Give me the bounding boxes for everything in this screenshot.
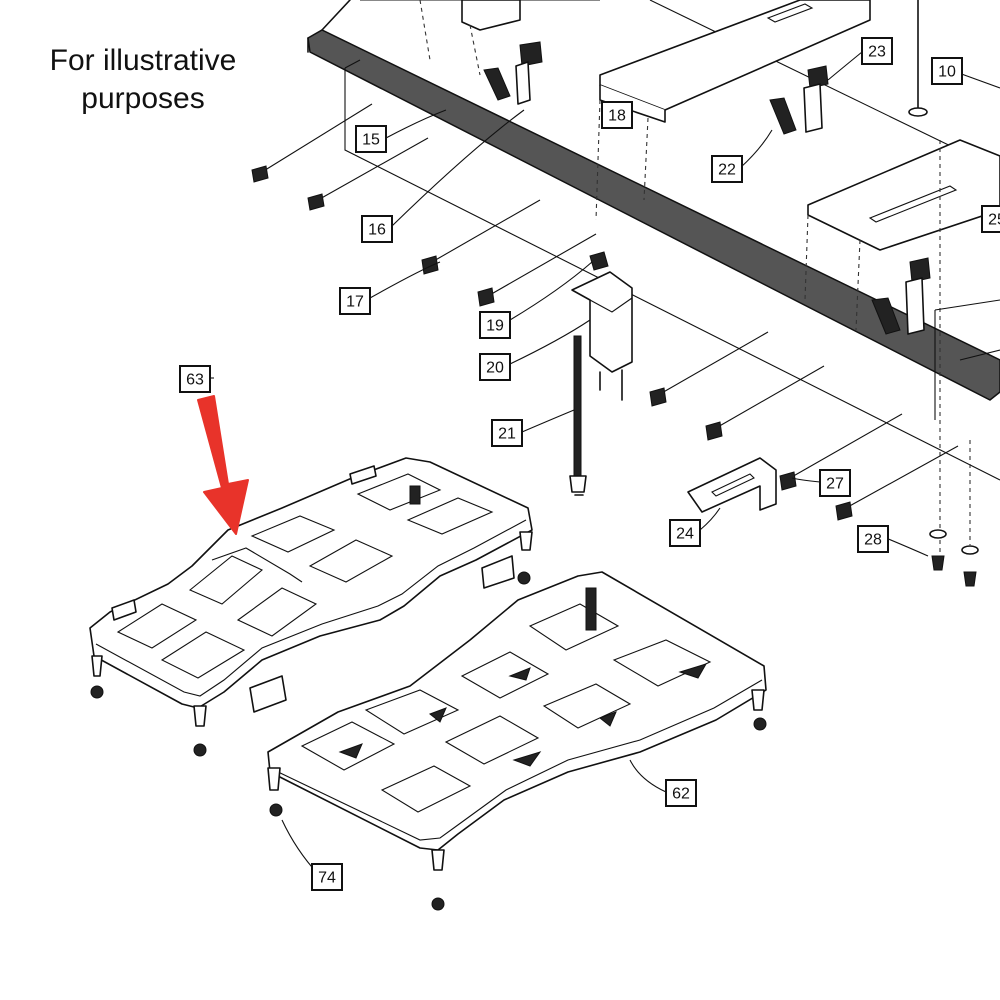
caption-line-1: For illustrative: [49, 44, 237, 77]
threaded-rod-21: [569, 335, 587, 496]
callout-63-text: 63: [186, 372, 204, 389]
callout-18: 18: [601, 101, 633, 129]
burner-valve-right: [871, 257, 931, 335]
callout-15: 15: [355, 125, 387, 153]
callout-18-text: 18: [608, 108, 626, 125]
callout-24-text: 24: [676, 526, 694, 543]
callout-15-text: 15: [362, 132, 380, 149]
callout-20-text: 20: [486, 360, 504, 377]
bracket-24: [687, 457, 777, 513]
callout-62-text: 62: [672, 786, 690, 803]
callout-25: 25: [981, 205, 1000, 233]
callout-21-text: 21: [498, 426, 516, 443]
callout-16-text: 16: [368, 222, 386, 239]
callout-74: 74: [311, 863, 343, 891]
callout-27: 27: [819, 469, 851, 497]
callout-25-text: 25: [988, 212, 1000, 229]
callout-20: 20: [479, 353, 511, 381]
callout-22-text: 22: [718, 162, 736, 179]
illustrative-caption: For illustrative purposes: [28, 42, 258, 118]
callout-17: 17: [339, 287, 371, 315]
callout-16: 16: [361, 215, 393, 243]
callout-28-text: 28: [864, 532, 882, 549]
callout-17-text: 17: [346, 294, 364, 311]
callout-22: 22: [711, 155, 743, 183]
caption-line-2: purposes: [81, 82, 205, 115]
leader-lines: [204, 51, 1000, 875]
screw-set: [251, 103, 959, 521]
callout-74-text: 74: [318, 870, 336, 887]
callout-62: 62: [665, 779, 697, 807]
callout-21: 21: [491, 419, 523, 447]
callout-24: 24: [669, 519, 701, 547]
grate-63: [89, 457, 533, 757]
burner-valve-16: [419, 0, 543, 105]
callout-23-text: 23: [868, 44, 886, 61]
red-arrow-indicator: [197, 395, 249, 535]
bracket-25: [804, 139, 1000, 331]
callout-19: 19: [479, 311, 511, 339]
callout-23: 23: [861, 37, 893, 65]
grate-62: [267, 571, 767, 911]
callout-19-text: 19: [486, 318, 504, 335]
callout-10: 10: [931, 57, 963, 85]
callout-27-text: 27: [826, 476, 844, 493]
callout-10-text: 10: [938, 64, 956, 81]
callout-63: 63: [179, 365, 211, 393]
cooktop-frame-assembly: [307, 0, 1000, 560]
feet-hardware-28: [929, 440, 979, 587]
support-bracket-20: [571, 251, 633, 401]
callout-28: 28: [857, 525, 889, 553]
burner-valve-23: [769, 65, 829, 135]
grate-63-outline: [89, 457, 533, 709]
